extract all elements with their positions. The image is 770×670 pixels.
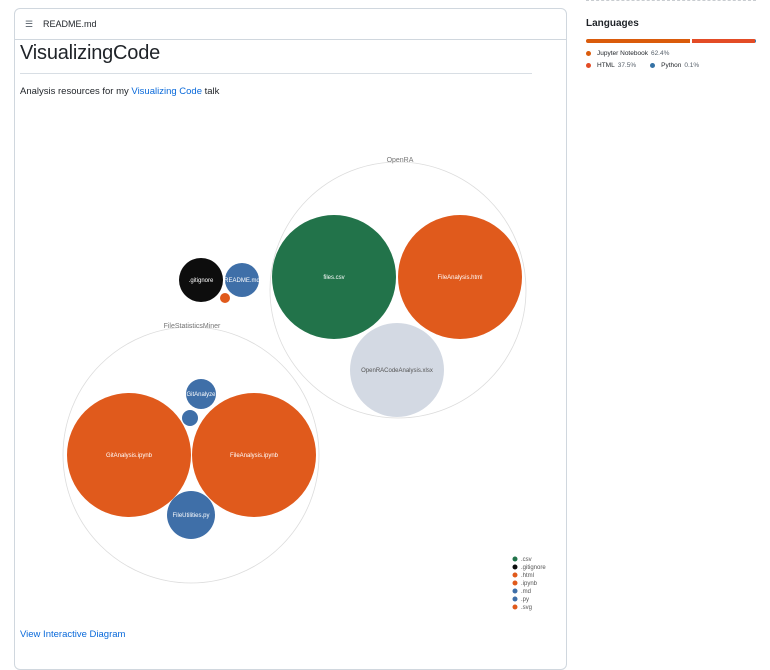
lang-name: HTML bbox=[597, 62, 615, 69]
lang-item-html[interactable]: HTML 37.5% bbox=[586, 62, 636, 69]
bubble-gitanalyze-small[interactable] bbox=[182, 410, 198, 426]
bubble-label-fileanalysis-html: FileAnalysis.html bbox=[437, 275, 482, 281]
legend-label-py: .py bbox=[521, 597, 529, 603]
language-list: Jupyter Notebook 62.4% HTML 37.5% Python… bbox=[586, 50, 766, 74]
lang-row-2: HTML 37.5% Python 0.1% bbox=[586, 62, 766, 69]
bubble-gitignore[interactable] bbox=[179, 258, 223, 302]
desc-prefix: Analysis resources for my bbox=[20, 86, 132, 97]
legend-dot-ipynb bbox=[512, 580, 518, 586]
bubble-label-readme-md: README.md bbox=[224, 278, 260, 284]
group-label-openra: OpenRA bbox=[387, 157, 414, 164]
legend-label-ipynb: .ipynb bbox=[521, 581, 538, 587]
sidebar-divider bbox=[586, 0, 756, 1]
bubble-readme-md[interactable] bbox=[225, 263, 259, 297]
jupyter-dot-icon bbox=[586, 51, 591, 56]
lang-percent: 0.1% bbox=[684, 62, 700, 69]
bubble-label-gitanalysis-ipynb: GitAnalysis.ipynb bbox=[106, 453, 153, 459]
repo-bubble-diagram: OpenRA files.csv FileAnalysis.html OpenR… bbox=[62, 157, 546, 611]
bubble-fileanalysis-ipynb[interactable] bbox=[192, 393, 316, 517]
bubble-openracodeanalysis-xlsx[interactable] bbox=[350, 323, 444, 417]
bubble-gitanalyze[interactable] bbox=[186, 379, 216, 409]
lang-seg-python bbox=[755, 39, 756, 43]
lang-seg-jupyter bbox=[586, 39, 691, 43]
bubble-gitanalysis-ipynb[interactable] bbox=[67, 393, 191, 517]
lang-seg-html bbox=[692, 39, 755, 43]
bubble-label-fileanalysis-ipynb: FileAnalysis.ipynb bbox=[230, 453, 279, 459]
legend-dot-svg bbox=[512, 604, 518, 610]
legend-label-md: .md bbox=[521, 589, 531, 595]
lang-row-1: Jupyter Notebook 62.4% bbox=[586, 50, 766, 57]
bubble-svg-small[interactable] bbox=[220, 293, 230, 303]
lang-name: Jupyter Notebook bbox=[597, 50, 648, 57]
desc-suffix: talk bbox=[202, 86, 220, 97]
bubble-files-csv[interactable] bbox=[272, 215, 396, 339]
lang-percent: 62.4% bbox=[650, 50, 670, 57]
python-dot-icon bbox=[650, 63, 656, 68]
bubble-label-files-csv: files.csv bbox=[323, 275, 344, 281]
legend-label-svg: .svg bbox=[521, 605, 532, 611]
readme-header: ☰ README.md bbox=[15, 9, 566, 40]
lang-percent: 37.5% bbox=[617, 62, 637, 69]
group-label-filestatisticsminer: FileStatisticsMiner bbox=[164, 323, 221, 330]
legend-label-html: .html bbox=[521, 573, 534, 579]
lang-item-python[interactable]: Python 0.1% bbox=[650, 62, 699, 69]
bubble-fileanalysis-html[interactable] bbox=[398, 215, 522, 339]
legend-dot-html bbox=[512, 572, 518, 578]
legend-dot-csv bbox=[512, 556, 518, 562]
bubble-label-gitignore: .gitignore bbox=[189, 278, 214, 284]
languages-title: Languages bbox=[586, 18, 639, 29]
bubble-fileutilities-py[interactable] bbox=[167, 491, 215, 539]
language-bar bbox=[586, 39, 756, 43]
lang-item-jupyter[interactable]: Jupyter Notebook 62.4% bbox=[586, 50, 669, 57]
legend-label-csv: .csv bbox=[521, 557, 532, 563]
readme-content: VisualizingCode Analysis resources for m… bbox=[20, 42, 532, 97]
legend-dot-gitignore bbox=[512, 564, 518, 570]
list-icon[interactable]: ☰ bbox=[25, 18, 34, 29]
visualizing-code-link[interactable]: Visualizing Code bbox=[131, 86, 202, 97]
view-interactive-diagram-link[interactable]: View Interactive Diagram bbox=[20, 629, 126, 640]
bubble-label-openracodeanalysis-xlsx: OpenRACodeAnalysis.xlsx bbox=[361, 368, 433, 374]
bubble-label-fileutilities-py: FileUtilities.py bbox=[172, 513, 209, 519]
html-dot-icon bbox=[586, 63, 591, 68]
legend-dot-py bbox=[512, 596, 518, 602]
description: Analysis resources for my Visualizing Co… bbox=[20, 86, 532, 97]
lang-name: Python bbox=[661, 62, 682, 69]
page-title: VisualizingCode bbox=[20, 42, 532, 74]
diagram-legend: .csv .gitignore .html .ipynb .md .py .sv… bbox=[512, 556, 546, 611]
legend-label-gitignore: .gitignore bbox=[521, 565, 546, 571]
bubble-label-gitanalyze: GitAnalyze bbox=[186, 392, 216, 398]
readme-filename: README.md bbox=[43, 19, 97, 29]
legend-dot-md bbox=[512, 588, 518, 594]
